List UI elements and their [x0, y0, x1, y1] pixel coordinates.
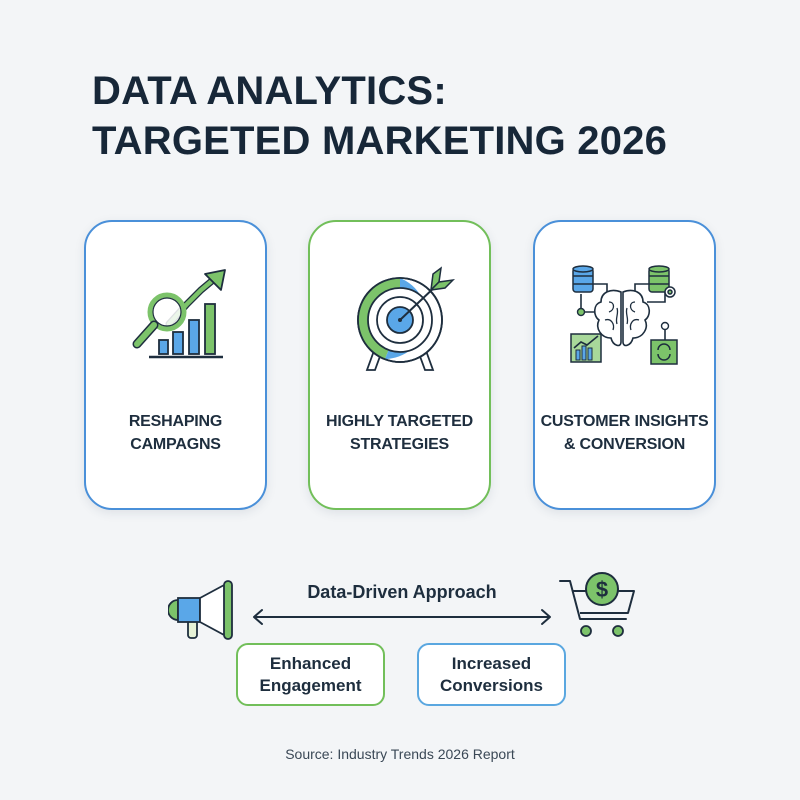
card-label: RESHAPING CAMPAGNS	[128, 413, 223, 453]
outcome-increased-conversions: Increased Conversions	[417, 643, 566, 706]
target-arrow-icon	[356, 266, 455, 371]
title-line-1: DATA ANALYTICS:	[92, 69, 447, 113]
brain-network-icon	[569, 265, 678, 365]
card-reshaping-campaigns: RESHAPING CAMPAGNS	[84, 220, 267, 510]
shopping-cart-dollar-icon: $	[559, 572, 635, 637]
double-arrow-icon	[253, 609, 551, 625]
card-customer-insights-conversion: CUSTOMER INSIGHTS & CONVERSION	[533, 220, 716, 510]
card-label: CUSTOMER INSIGHTS & CONVERSION	[540, 413, 709, 453]
source-caption: Source: Industry Trends 2026 Report	[285, 746, 515, 762]
page-title: DATA ANALYTICS: TARGETED MARKETING 2026	[92, 66, 667, 166]
magnifier-bar-chart-icon	[132, 269, 226, 359]
title-line-2: TARGETED MARKETING 2026	[92, 119, 668, 163]
card-label: HIGHLY TARGETED STRATEGIES	[326, 413, 473, 453]
card-highly-targeted-strategies: HIGHLY TARGETED STRATEGIES	[308, 220, 491, 510]
svg-text:$: $	[596, 577, 608, 602]
megaphone-icon	[168, 580, 233, 640]
outcome-enhanced-engagement: Enhanced Engagement	[236, 643, 385, 706]
flow-label: Data-Driven Approach	[307, 582, 497, 602]
